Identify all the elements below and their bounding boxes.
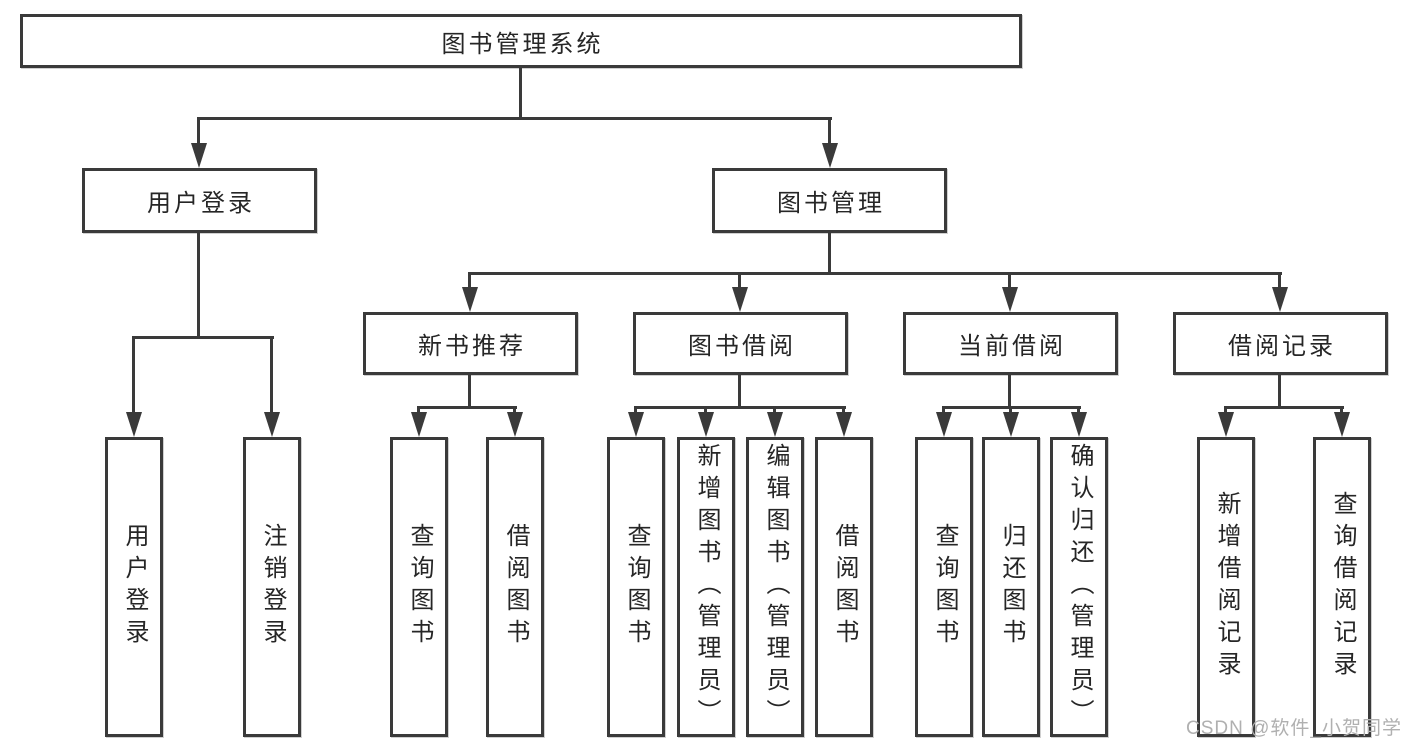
connector-line	[942, 406, 945, 414]
connector-book-management-spine	[828, 232, 831, 275]
leaf-label: 新增借阅记录	[1213, 491, 1240, 683]
connector-user-login-bar	[132, 336, 274, 339]
connector-line	[1278, 272, 1281, 289]
connector-line	[738, 374, 741, 408]
leaf-edit-book-admin: 编辑图书（管理员）	[746, 437, 804, 737]
leaf-query-books: 查询图书	[390, 437, 448, 737]
node-label: 图书借阅	[688, 333, 796, 360]
leaf-return-books: 归还图书	[982, 437, 1040, 737]
connector-line	[1077, 406, 1080, 414]
arrowhead-down	[936, 412, 952, 437]
connector-level1-bar	[198, 117, 832, 120]
arrowhead-down	[411, 412, 427, 437]
connector-line	[1340, 406, 1343, 414]
arrowhead-down	[732, 287, 748, 312]
connector-line	[132, 336, 135, 414]
leaf-add-book-admin: 新增图书（管理员）	[677, 437, 735, 737]
leaf-label: 确认归还（管理员）	[1066, 443, 1093, 731]
connector-line	[417, 406, 420, 414]
connector-line	[828, 117, 831, 144]
arrowhead-down	[1003, 412, 1019, 437]
leaf-query-books: 查询图书	[915, 437, 973, 737]
leaf-logout-login: 注销登录	[243, 437, 301, 737]
connector-user-login-spine	[197, 232, 200, 338]
arrowhead-down	[767, 412, 783, 437]
connector-line	[773, 406, 776, 414]
connector-root-spine	[519, 66, 522, 119]
connector-bar	[1224, 406, 1344, 409]
leaf-label: 查询借阅记录	[1329, 491, 1356, 683]
leaf-query-books: 查询图书	[607, 437, 665, 737]
connector-line	[634, 406, 637, 414]
node-book-management: 图书管理	[712, 168, 947, 233]
connector-line	[468, 272, 471, 289]
arrowhead-down	[507, 412, 523, 437]
node-user-login: 用户登录	[82, 168, 317, 233]
node-label: 图书管理	[777, 190, 885, 217]
node-current-borrowing: 当前借阅	[903, 312, 1118, 375]
leaf-borrow-books: 借阅图书	[486, 437, 544, 737]
node-borrowing-records: 借阅记录	[1173, 312, 1388, 375]
arrowhead-down	[698, 412, 714, 437]
arrowhead-down	[1272, 287, 1288, 312]
node-new-book-recommendation: 新书推荐	[363, 312, 578, 375]
connector-line	[1008, 374, 1011, 408]
node-label: 当前借阅	[958, 333, 1066, 360]
connector-line	[1224, 406, 1227, 414]
watermark: CSDN @软件_小贺同学	[1186, 718, 1402, 739]
connector-line	[842, 406, 845, 414]
connector-line	[738, 272, 741, 289]
node-book-management-system: 图书管理系统	[20, 14, 1022, 68]
arrowhead-down	[822, 143, 838, 168]
leaf-query-borrow-record: 查询借阅记录	[1313, 437, 1371, 737]
connector-line	[1009, 406, 1012, 414]
leaf-label: 借阅图书	[502, 523, 529, 651]
connector-line	[1278, 374, 1281, 408]
connector-line	[468, 374, 471, 408]
arrowhead-down	[1218, 412, 1234, 437]
arrowhead-down	[836, 412, 852, 437]
arrowhead-down	[1334, 412, 1350, 437]
leaf-label: 查询图书	[931, 523, 958, 651]
leaf-label: 查询图书	[406, 523, 433, 651]
arrowhead-down	[264, 412, 280, 437]
leaf-add-borrow-record: 新增借阅记录	[1197, 437, 1255, 737]
connector-line	[197, 117, 200, 144]
arrowhead-down	[462, 287, 478, 312]
leaf-label: 借阅图书	[831, 523, 858, 651]
arrowhead-down	[628, 412, 644, 437]
node-label: 新书推荐	[418, 333, 526, 360]
connector-line	[270, 336, 273, 414]
leaf-user-login: 用户登录	[105, 437, 163, 737]
connector-line	[513, 406, 516, 414]
leaf-borrow-books: 借阅图书	[815, 437, 873, 737]
arrowhead-down	[191, 143, 207, 168]
leaf-confirm-return-admin: 确认归还（管理员）	[1050, 437, 1108, 737]
leaf-label: 编辑图书（管理员）	[762, 443, 789, 731]
connector-level2-bar	[468, 272, 1282, 275]
node-label: 用户登录	[147, 190, 255, 217]
leaf-label: 注销登录	[259, 523, 286, 651]
leaf-label: 新增图书（管理员）	[693, 443, 720, 731]
connector-line	[704, 406, 707, 414]
connector-bar	[634, 406, 846, 409]
node-label: 图书管理系统	[441, 30, 604, 58]
node-book-borrowing: 图书借阅	[633, 312, 848, 375]
connector-line	[1008, 272, 1011, 289]
leaf-label: 查询图书	[623, 523, 650, 651]
leaf-label: 归还图书	[998, 523, 1025, 651]
arrowhead-down	[1002, 287, 1018, 312]
arrowhead-down	[126, 412, 142, 437]
node-label: 借阅记录	[1228, 333, 1336, 360]
connector-bar	[417, 406, 517, 409]
arrowhead-down	[1071, 412, 1087, 437]
leaf-label: 用户登录	[121, 523, 148, 651]
